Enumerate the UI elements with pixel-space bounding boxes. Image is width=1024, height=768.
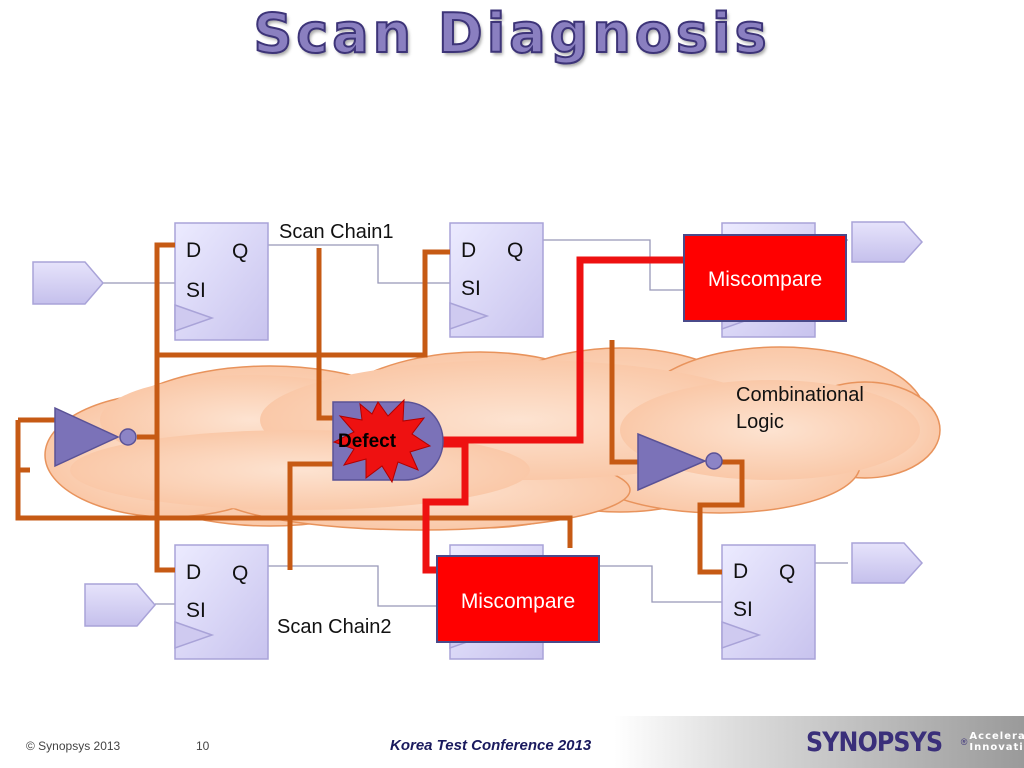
miscompare-label: Miscompare	[461, 590, 575, 613]
flip-flop-chain1-a: D Q SI	[174, 222, 269, 341]
page-number: 10	[196, 739, 210, 753]
footer-bar	[0, 716, 1024, 768]
synopsys-logo: SYNOPSYS ® Accelerating Innovation	[806, 724, 1024, 760]
copyright-text: © Synopsys 2013	[26, 739, 121, 753]
output-port-chain2	[851, 542, 924, 584]
scan-chain2-label: Scan Chain2	[277, 616, 392, 638]
defect-burst: Defect	[332, 398, 432, 484]
logo-wordmark: SYNOPSYS	[806, 726, 943, 758]
pin-d: D	[186, 239, 201, 262]
pin-d: D	[733, 560, 748, 583]
pin-q: Q	[779, 561, 795, 584]
inverter-gate-right	[637, 432, 723, 492]
logo-registered-mark: ®	[960, 737, 968, 747]
flip-flop-chain1-b: D Q SI	[449, 222, 544, 338]
combinational-logic-label-line1: Combinational	[736, 384, 864, 406]
input-port-chain1	[32, 261, 104, 305]
fault-propagation-path	[422, 256, 685, 574]
pin-si: SI	[186, 599, 206, 622]
logic-wires	[15, 242, 745, 575]
pin-q: Q	[232, 240, 248, 263]
slide-title: Scan Diagnosis	[252, 1, 771, 66]
input-port-chain2	[84, 583, 156, 627]
pin-q: Q	[232, 562, 248, 585]
miscompare-label: Miscompare	[708, 268, 822, 291]
defect-label: Defect	[338, 431, 397, 452]
pin-si: SI	[461, 277, 481, 300]
scan-chain1-label: Scan Chain1	[279, 221, 394, 243]
pin-d: D	[461, 239, 476, 262]
conference-name: Korea Test Conference 2013	[390, 737, 592, 754]
miscompare-box-chain2: Miscompare	[436, 555, 600, 643]
logo-tagline: Accelerating Innovation	[969, 731, 1024, 753]
inverter-gate-left	[54, 406, 137, 468]
output-port-chain1	[851, 221, 924, 263]
miscompare-box-chain1: Miscompare	[683, 234, 847, 322]
scan-diagram: D Q SI D Q SI D Q SI D Q SI	[15, 221, 941, 660]
flip-flop-chain2-c: D Q SI	[721, 544, 816, 660]
pin-si: SI	[186, 279, 206, 302]
flip-flop-chain2-a: D Q SI	[174, 544, 269, 660]
pin-d: D	[186, 561, 201, 584]
pin-q: Q	[507, 239, 523, 262]
pin-si: SI	[733, 598, 753, 621]
combinational-logic-label-line2: Logic	[736, 411, 784, 433]
